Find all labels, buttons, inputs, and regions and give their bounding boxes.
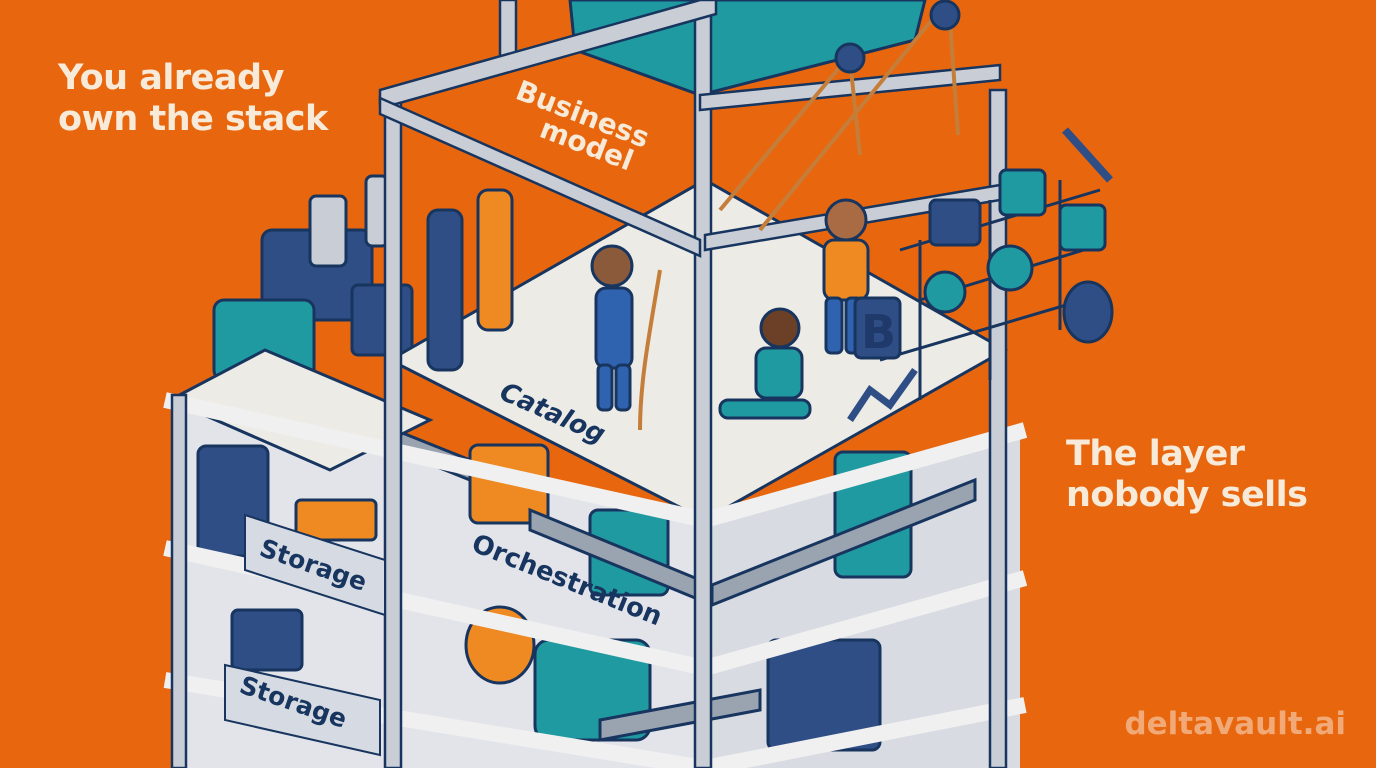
machine-screen	[350, 283, 414, 357]
headline-left: You already own the stack	[58, 58, 328, 140]
storage-sign-upper	[244, 513, 386, 617]
rope	[638, 269, 662, 431]
letter-b-icon-glyph: B	[861, 305, 896, 359]
infinity-knot-icon	[986, 244, 1034, 292]
worker-pulling-rope	[590, 244, 634, 412]
pulley-wheel-left	[834, 42, 866, 74]
storage-sign-lower	[224, 663, 381, 757]
headline-right: The layer nobody sells	[1066, 434, 1308, 516]
grid-cell-icon	[998, 168, 1047, 217]
database-icon	[1062, 280, 1114, 344]
navy-pipe	[426, 208, 464, 372]
brand-watermark: deltavault.ai	[1124, 706, 1346, 742]
orange-pipe	[476, 188, 514, 332]
trend-line-icon	[847, 367, 918, 422]
orange-blocks	[294, 498, 378, 542]
headline-left-line-1: You already	[58, 58, 284, 98]
chimney-left	[308, 194, 348, 268]
storage-stack-lower	[230, 608, 304, 672]
bar-chart-icon	[928, 198, 982, 247]
x-connector-icon	[1062, 127, 1113, 183]
pulley-rig	[718, 8, 960, 232]
headline-right-line-1: The layer	[1066, 434, 1245, 474]
worker-hanging	[822, 198, 870, 355]
worker-kneeling-wrench	[718, 307, 812, 420]
headline-left-line-2: own the stack	[58, 99, 328, 139]
headline-right-line-2: nobody sells	[1066, 475, 1308, 515]
pulley-wheel-right	[929, 0, 961, 31]
cube-icon	[1058, 203, 1107, 252]
letter-b-icon	[853, 296, 902, 360]
network-node-icon	[923, 270, 967, 314]
